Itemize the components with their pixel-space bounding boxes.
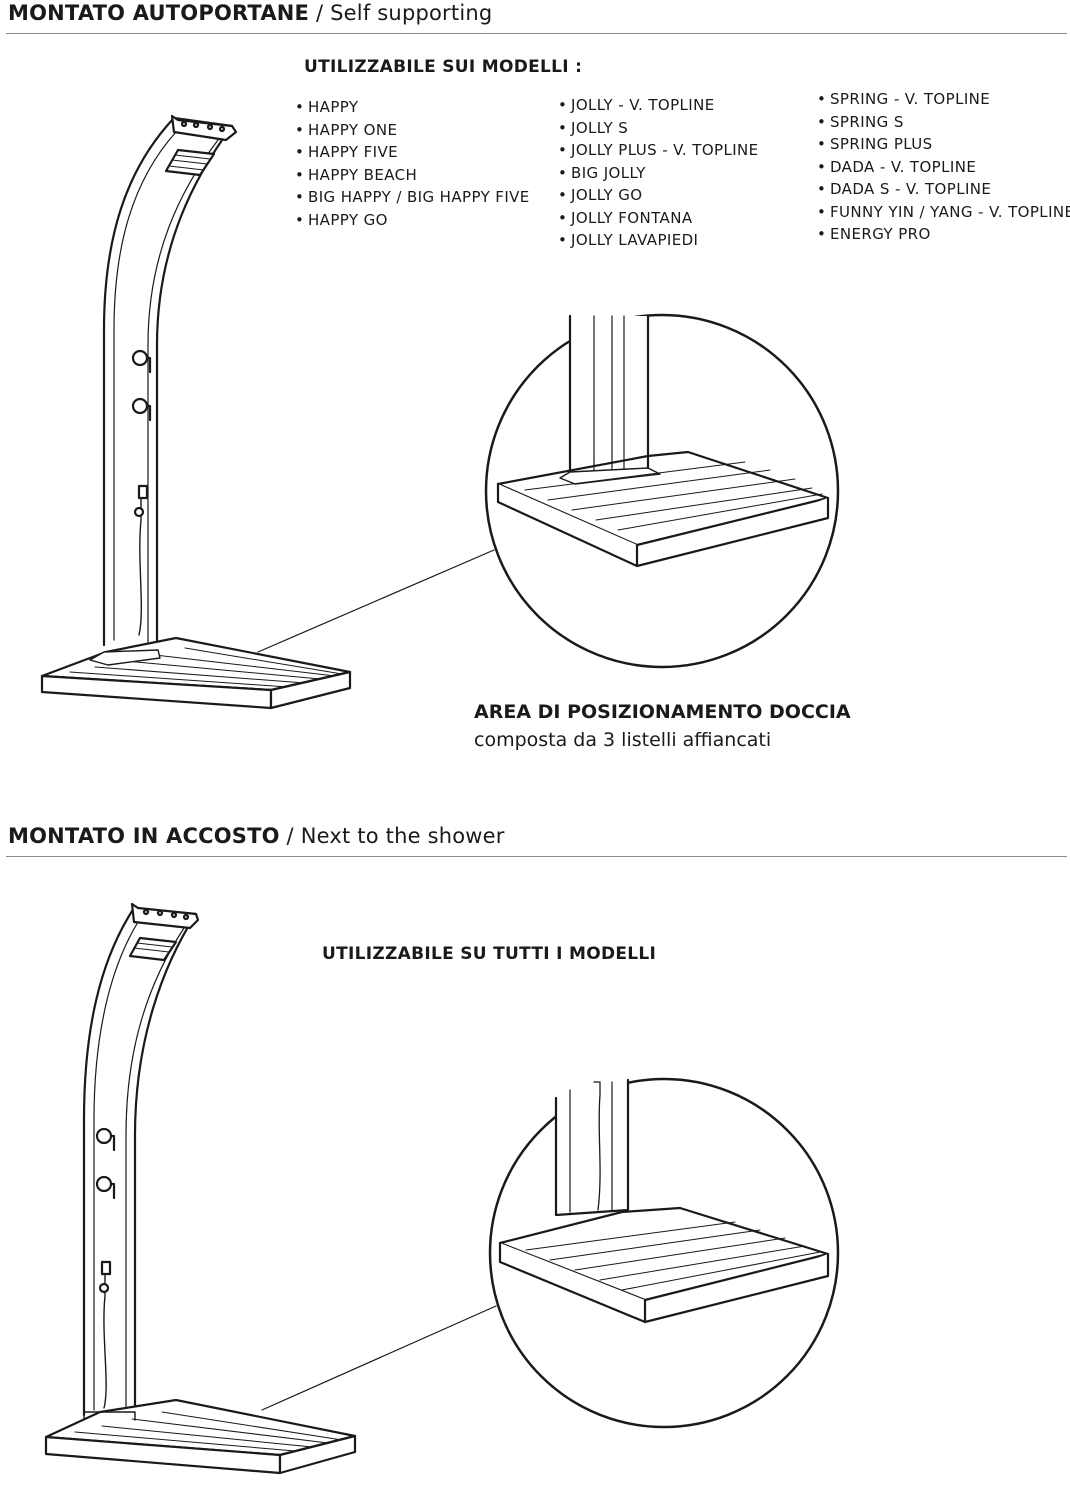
model-list-item: DADA S - V. TOPLINE xyxy=(817,178,1070,201)
model-list-item: BIG JOLLY xyxy=(558,162,759,185)
model-list-item: JOLLY GO xyxy=(558,184,759,207)
shower-column-illustration-2 xyxy=(82,902,200,1422)
models-list-happy: HAPPYHAPPY ONEHAPPY FIVEHAPPY BEACHBIG H… xyxy=(295,96,530,231)
models-heading: UTILIZZABILE SUI MODELLI : xyxy=(304,57,583,77)
model-list-item: JOLLY PLUS - V. TOPLINE xyxy=(558,139,759,162)
model-list-item: JOLLY FONTANA xyxy=(558,207,759,230)
section-title-strong: MONTATO IN ACCOSTO xyxy=(8,824,280,848)
model-list-item: HAPPY ONE xyxy=(295,119,530,142)
section-title-next-to-shower: MONTATO IN ACCOSTO / Next to the shower xyxy=(8,824,505,848)
section-title-strong: MONTATO AUTOPORTANE xyxy=(8,1,310,25)
shower-platform-illustration-2 xyxy=(44,1305,497,1475)
shower-platform-illustration xyxy=(40,549,495,710)
section-title-light: / Next to the shower xyxy=(279,824,505,848)
section-title-light: / Self supporting xyxy=(309,1,493,25)
area-subtitle: composta da 3 listelli affiancati xyxy=(474,729,772,751)
section-title-self-supporting: MONTATO AUTOPORTANE / Self supporting xyxy=(8,1,492,25)
shower-column-illustration xyxy=(102,114,238,652)
models-list-jolly: JOLLY - V. TOPLINEJOLLY SJOLLY PLUS - V.… xyxy=(558,94,759,252)
model-list-item: HAPPY xyxy=(295,96,530,119)
model-list-item: JOLLY LAVAPIEDI xyxy=(558,229,759,252)
model-list-item: SPRING - V. TOPLINE xyxy=(817,88,1070,111)
model-list-item: DADA - V. TOPLINE xyxy=(817,156,1070,179)
models-list-spring: SPRING - V. TOPLINESPRING SSPRING PLUSDA… xyxy=(817,88,1070,246)
model-list-item: HAPPY GO xyxy=(295,209,530,232)
model-list-item: SPRING S xyxy=(817,111,1070,134)
section-divider xyxy=(6,33,1067,34)
model-list-item: FUNNY YIN / YANG - V. TOPLINE xyxy=(817,201,1070,224)
area-title: AREA DI POSIZIONAMENTO DOCCIA xyxy=(474,701,851,723)
section-divider xyxy=(6,856,1067,857)
detail-circle-illustration xyxy=(484,313,840,669)
model-list-item: HAPPY BEACH xyxy=(295,164,530,187)
model-list-item: JOLLY S xyxy=(558,117,759,140)
model-list-item: SPRING PLUS xyxy=(817,133,1070,156)
model-list-item: HAPPY FIVE xyxy=(295,141,530,164)
model-list-item: ENERGY PRO xyxy=(817,223,1070,246)
model-list-item: BIG HAPPY / BIG HAPPY FIVE xyxy=(295,186,530,209)
detail-circle-illustration-2 xyxy=(488,1077,840,1429)
models-heading-all: UTILIZZABILE SU TUTTI I MODELLI xyxy=(322,944,657,964)
model-list-item: JOLLY - V. TOPLINE xyxy=(558,94,759,117)
